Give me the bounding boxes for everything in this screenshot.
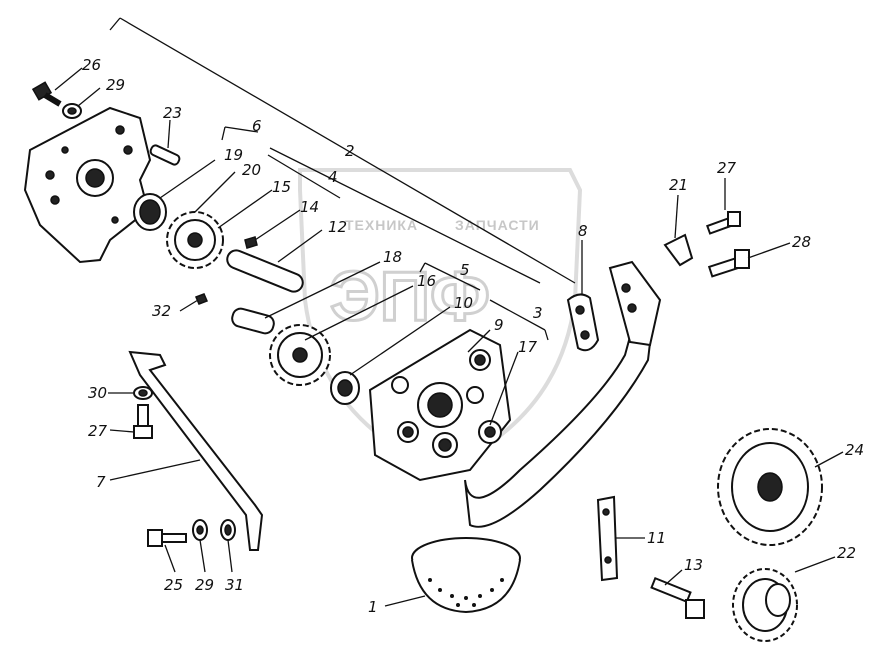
pin-18 (231, 307, 275, 335)
pin-23 (149, 144, 181, 166)
assembly-bracket-2 (109, 17, 576, 284)
callout-2: 2 (345, 142, 355, 160)
assembly-bracket-6 (221, 126, 341, 199)
callout-3: 3 (533, 304, 543, 322)
washer-30 (133, 386, 153, 400)
gasket-8 (566, 293, 600, 352)
callout-6: 6 (252, 117, 262, 135)
callout-14: 14 (300, 198, 319, 216)
washer-29-bottom (192, 519, 208, 541)
bolt-26 (31, 81, 62, 107)
watermark-text-2: ЗАПЧАСТИ (455, 217, 540, 233)
key-32 (195, 293, 208, 305)
bolt-28 (707, 249, 750, 278)
callout-12: 12 (328, 218, 347, 236)
callout-8: 8 (578, 222, 588, 240)
callout-19: 19 (224, 146, 243, 164)
callout-labels: 26 29 23 6 19 20 2 4 15 14 12 18 5 16 10… (82, 56, 864, 616)
callout-22: 22 (837, 544, 856, 562)
callout-13: 13 (684, 556, 703, 574)
assembly-bracket-5 (419, 262, 481, 291)
assembly-bracket-3 (489, 299, 549, 341)
gear-20 (166, 211, 224, 269)
callout-31: 31 (225, 576, 244, 594)
leader-lines (54, 67, 844, 607)
callout-7: 7 (96, 473, 106, 491)
assembly-bracket-4 (269, 147, 541, 284)
callout-9: 9 (494, 316, 504, 334)
callout-21: 21 (669, 176, 688, 194)
callout-27-right: 27 (717, 159, 737, 177)
callout-10: 10 (454, 294, 473, 312)
callout-18: 18 (383, 248, 402, 266)
callout-20: 20 (242, 161, 261, 179)
pump-cover-plate (23, 106, 152, 264)
oil-strainer (411, 537, 521, 614)
bolt-13 (650, 576, 705, 619)
gear-24 (717, 428, 823, 546)
key-14 (244, 236, 258, 249)
callout-16: 16 (417, 272, 436, 290)
watermark-big-text: ЭПФ (330, 257, 490, 335)
callout-29-bottom: 29 (195, 576, 214, 594)
bolt-27-left (133, 404, 153, 439)
callout-32: 32 (152, 302, 171, 320)
callout-26: 26 (82, 56, 101, 74)
callout-30: 30 (88, 384, 107, 402)
plate-11 (596, 495, 619, 582)
callout-5: 5 (460, 261, 470, 279)
callout-1: 1 (368, 598, 378, 616)
clip-21 (663, 233, 694, 267)
bracket-7 (128, 350, 264, 551)
washer-31 (220, 519, 236, 541)
bolt-25 (147, 529, 187, 547)
callout-25: 25 (164, 576, 183, 594)
gear-16 (269, 324, 331, 386)
callout-17: 17 (518, 338, 538, 356)
bushing-19 (133, 193, 167, 231)
callout-11: 11 (647, 529, 666, 547)
callout-15: 15 (272, 178, 291, 196)
callout-28: 28 (792, 233, 811, 251)
callout-4: 4 (328, 168, 338, 186)
bolt-27-right (706, 211, 741, 235)
callout-27-left: 27 (88, 422, 108, 440)
callout-23: 23 (163, 104, 182, 122)
callout-29: 29 (106, 76, 125, 94)
callout-24: 24 (845, 441, 864, 459)
bushing-10 (330, 371, 360, 405)
gear-22 (732, 568, 798, 642)
pump-body (368, 328, 512, 482)
watermark-text-1: ТЕХНИКА (345, 217, 418, 233)
intake-pipe (464, 260, 662, 528)
washer-29-top (62, 103, 82, 119)
shaft-12 (226, 249, 304, 293)
